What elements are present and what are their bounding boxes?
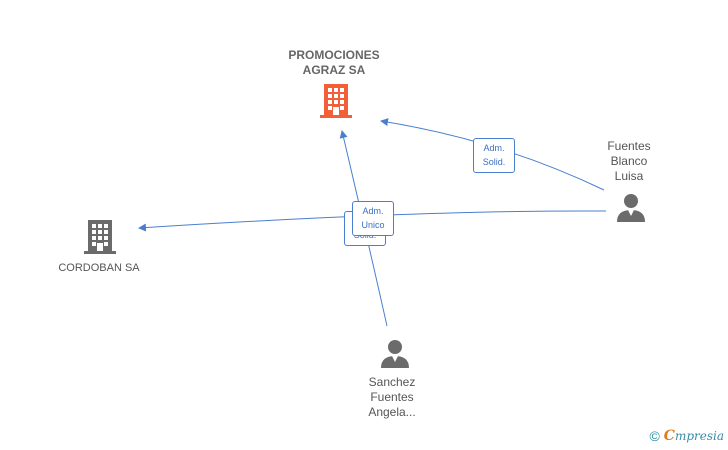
- edge-fuentes-cordoban: [138, 210, 607, 232]
- brand-footer: © Cmpresia: [649, 428, 724, 444]
- brand-initial: C: [663, 428, 675, 444]
- person-icon[interactable]: [615, 192, 647, 224]
- building-icon[interactable]: [320, 83, 352, 119]
- relation-type: Unico: [361, 220, 385, 230]
- relation-role: Adm.: [483, 143, 505, 153]
- brand-name: mpresia: [674, 429, 724, 443]
- copyright-icon: ©: [649, 428, 660, 444]
- person-name-fuentes[interactable]: Fuentes Blanco Luisa: [607, 139, 651, 183]
- relation-badge[interactable]: Adm. Solid.: [473, 138, 515, 173]
- relation-role: Adm.: [362, 206, 384, 216]
- person-icon[interactable]: [379, 338, 411, 370]
- company-name-cordoban[interactable]: CORDOBAN SA: [58, 262, 140, 274]
- person-name-sanchez[interactable]: Sanchez Fuentes Angela...: [368, 375, 416, 419]
- relation-badge[interactable]: Adm. Unico: [352, 201, 394, 236]
- building-icon[interactable]: [84, 219, 116, 255]
- relation-type: Solid.: [482, 157, 506, 167]
- brand-logo: Cmpresia: [664, 428, 724, 444]
- company-name-promociones[interactable]: PROMOCIONES AGRAZ SA: [288, 48, 380, 77]
